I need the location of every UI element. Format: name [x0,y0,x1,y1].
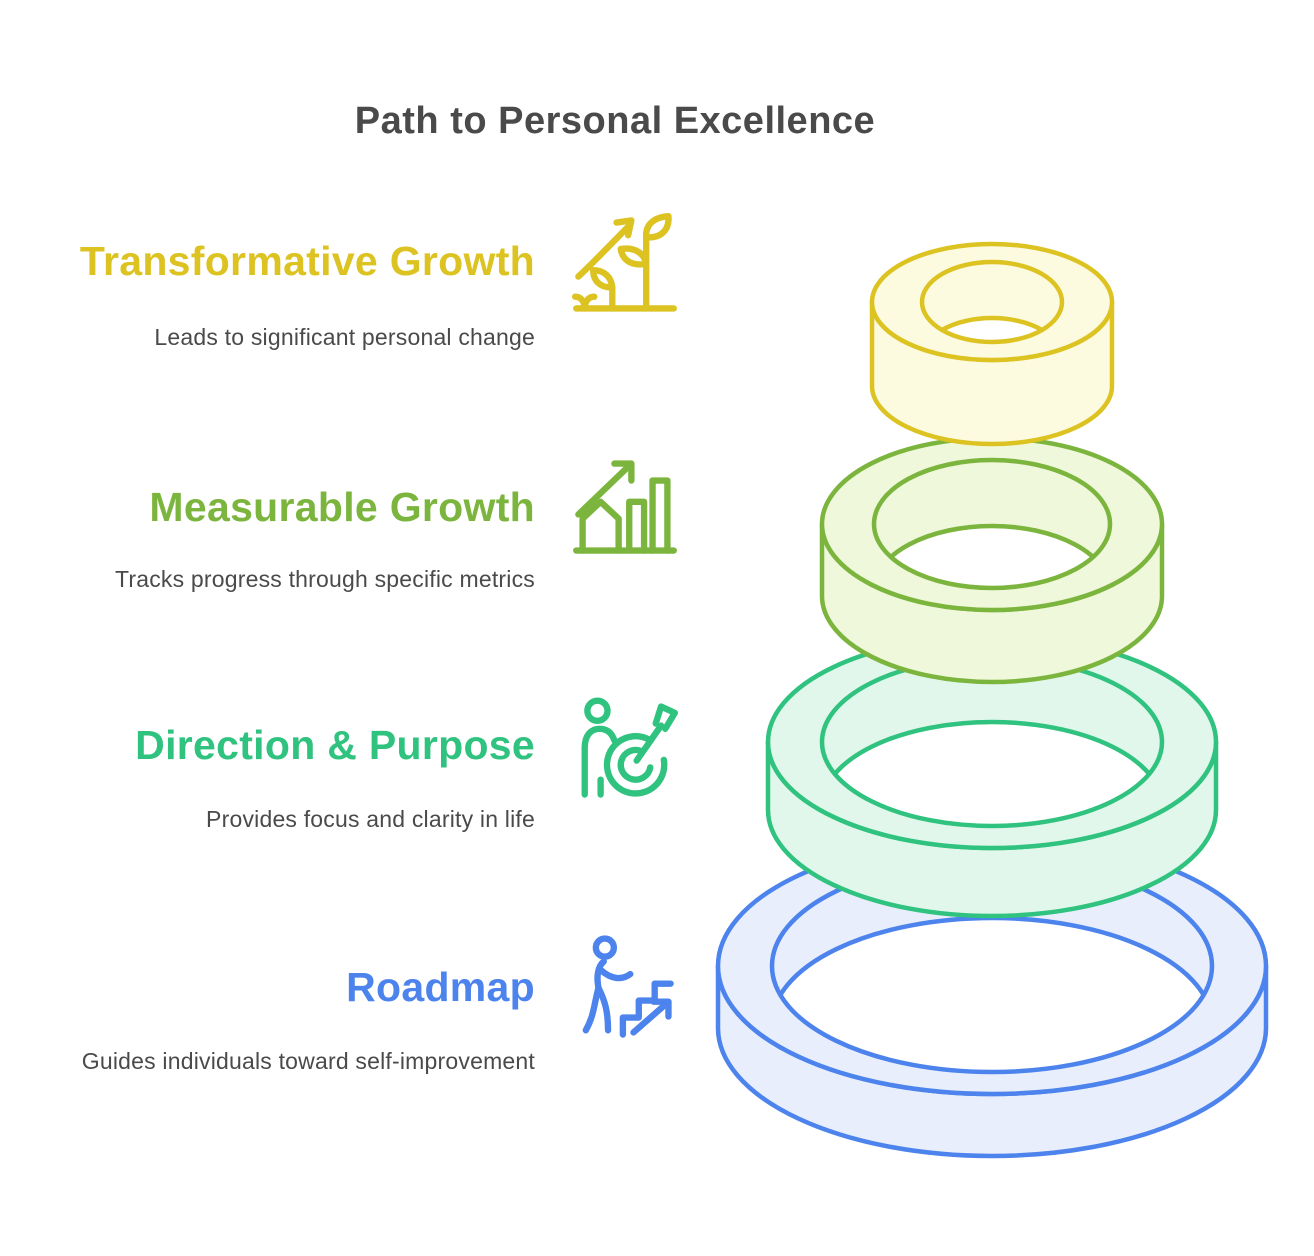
item-heading-transformative-growth: Transformative Growth [79,238,535,284]
item-desc-roadmap: Guides individuals toward self-improveme… [81,1048,535,1074]
ring-measurable [819,435,1165,685]
item-heading-direction-purpose: Direction & Purpose [135,722,535,768]
person-climbing-stairs-arrow-icon [582,935,674,1038]
item-heading-measurable-growth: Measurable Growth [149,484,535,530]
item-desc-measurable-growth: Tracks progress through specific metrics [114,566,535,592]
item-desc-direction-purpose: Provides focus and clarity in life [206,806,535,832]
ring-direction [765,633,1219,919]
item-heading-roadmap: Roadmap [346,964,535,1010]
page-title: Path to Personal Excellence [354,100,876,142]
house-bar-chart-arrow-icon [573,460,677,554]
ring-transformative [869,241,1115,447]
person-target-dart-icon [581,697,678,798]
sprouting-plant-arrow-icon [572,213,677,312]
item-desc-transformative-growth: Leads to significant personal change [154,324,535,350]
stacked-rings-figure [715,241,1269,1159]
